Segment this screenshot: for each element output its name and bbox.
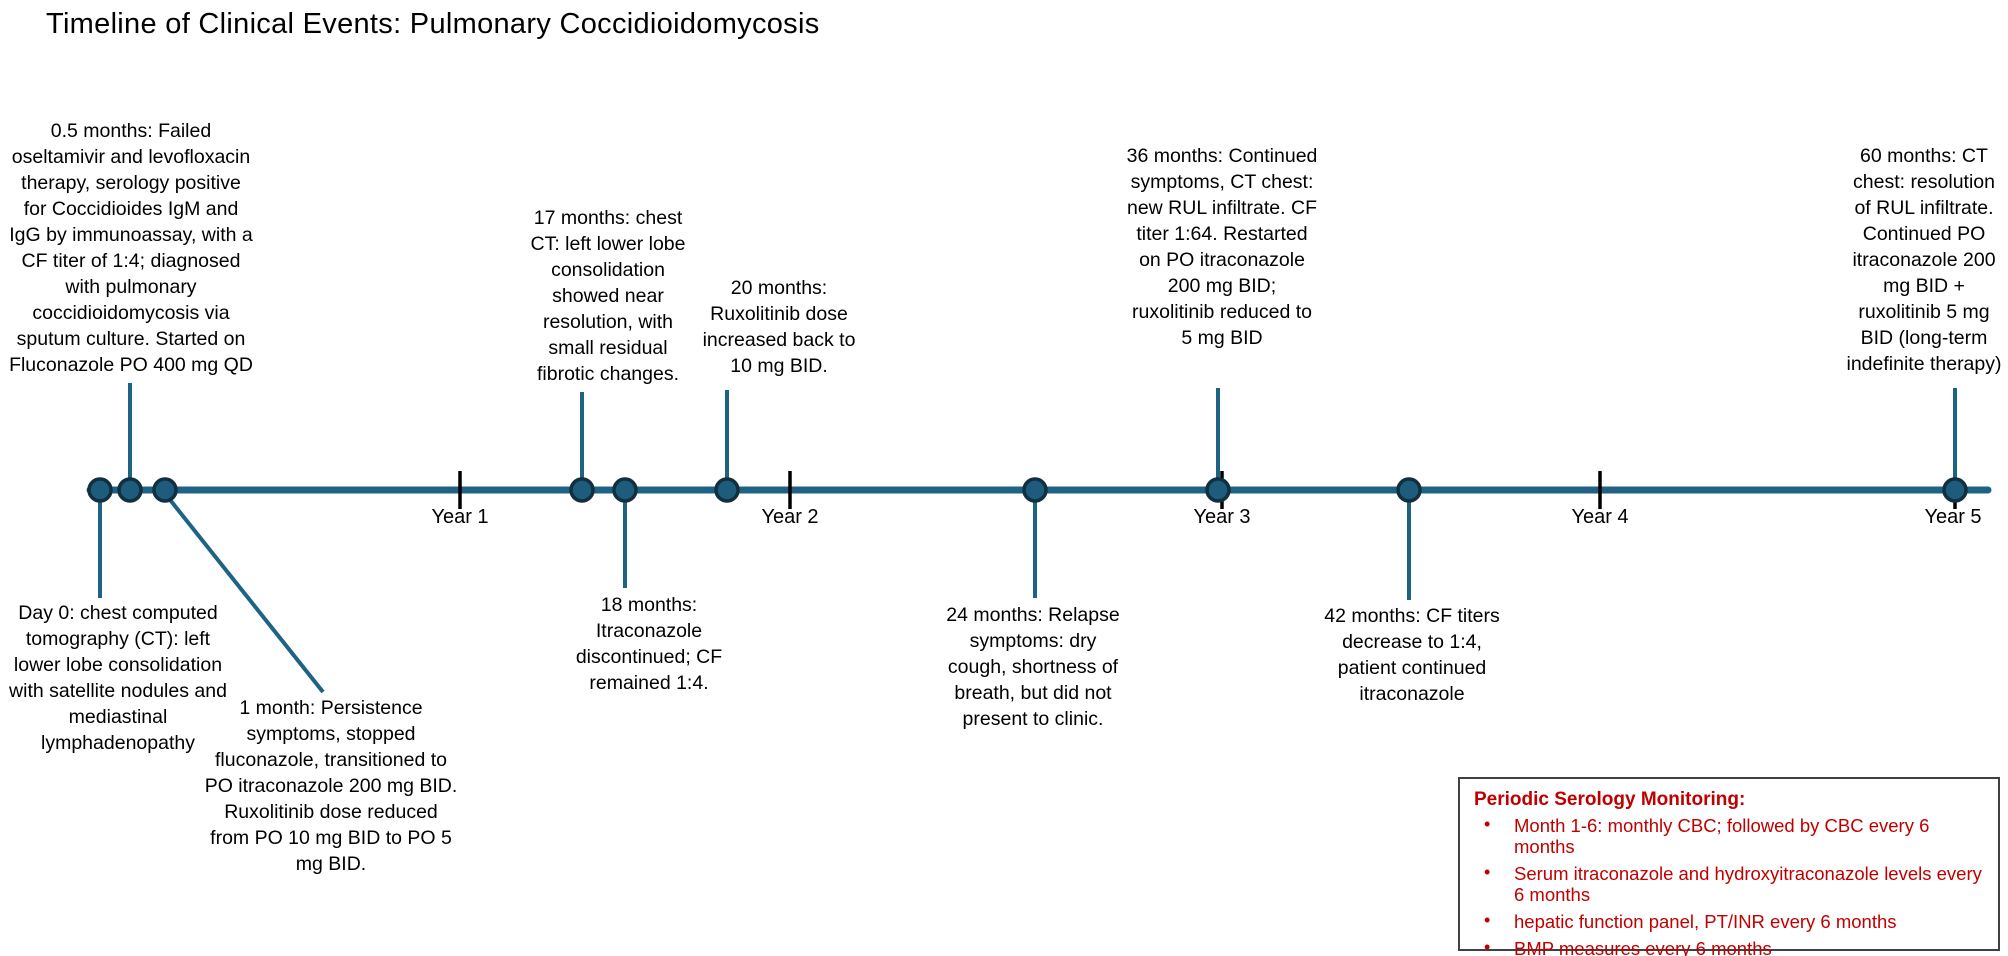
event-note-60-months: 60 months: CT chest: resolution of RUL i… [1846, 145, 2002, 375]
event-dot-1-month [152, 477, 178, 503]
event-dot-18-months [612, 477, 638, 503]
year-label-4: Year 4 [1571, 506, 1629, 528]
event-note-18-months: 18 months: Itraconazole discontinued; CF… [575, 594, 723, 694]
event-note-36-months: 36 months: Continued symptoms, CT chest:… [1126, 145, 1318, 349]
event-dot-day-0 [87, 477, 113, 503]
event-dot-60-months [1942, 477, 1968, 503]
event-dot-24-months [1022, 477, 1048, 503]
event-note-24-months: 24 months: Relapse symptoms: dry cough, … [946, 604, 1120, 730]
event-note-20-months: 20 months: Ruxolitinib dose increased ba… [702, 277, 856, 377]
event-dot-17-months [569, 477, 595, 503]
event-dot-20-months [714, 477, 740, 503]
year-label-2: Year 2 [761, 506, 819, 528]
serology-monitoring-list: Month 1-6: monthly CBC; followed by CBC … [1474, 814, 1984, 956]
page-title: Timeline of Clinical Events: Pulmonary C… [46, 8, 820, 40]
event-dot-42-months [1396, 477, 1422, 503]
event-note-42-months: 42 months: CF titers decrease to 1:4, pa… [1324, 605, 1500, 705]
event-note-day-0: Day 0: chest computed tomography (CT): l… [9, 602, 227, 754]
year-label-1: Year 1 [431, 506, 489, 528]
serology-monitoring-item: BMP measures every 6 months [1474, 937, 1984, 956]
event-dot-0-5-months [117, 477, 143, 503]
leader-line-1-month [165, 494, 325, 694]
serology-monitoring-item: Serum itraconazole and hydroxyitraconazo… [1474, 862, 1984, 905]
serology-monitoring-item: hepatic function panel, PT/INR every 6 m… [1474, 910, 1984, 932]
event-note-1-month: 1 month: Persistence symptoms, stopped f… [204, 697, 458, 875]
event-dot-36-months [1205, 477, 1231, 503]
year-label-3: Year 3 [1193, 506, 1251, 528]
year-label-5: Year 5 [1924, 506, 1982, 528]
serology-monitoring-item: Month 1-6: monthly CBC; followed by CBC … [1474, 814, 1984, 857]
event-note-0-5-months: 0.5 months: Failed oseltamivir and levof… [9, 120, 253, 376]
event-note-17-months: 17 months: chest CT: left lower lobe con… [530, 207, 686, 385]
serology-monitoring-title: Periodic Serology Monitoring: [1474, 789, 1746, 810]
serology-monitoring-box: Periodic Serology Monitoring: Month 1-6:… [1458, 777, 2000, 956]
